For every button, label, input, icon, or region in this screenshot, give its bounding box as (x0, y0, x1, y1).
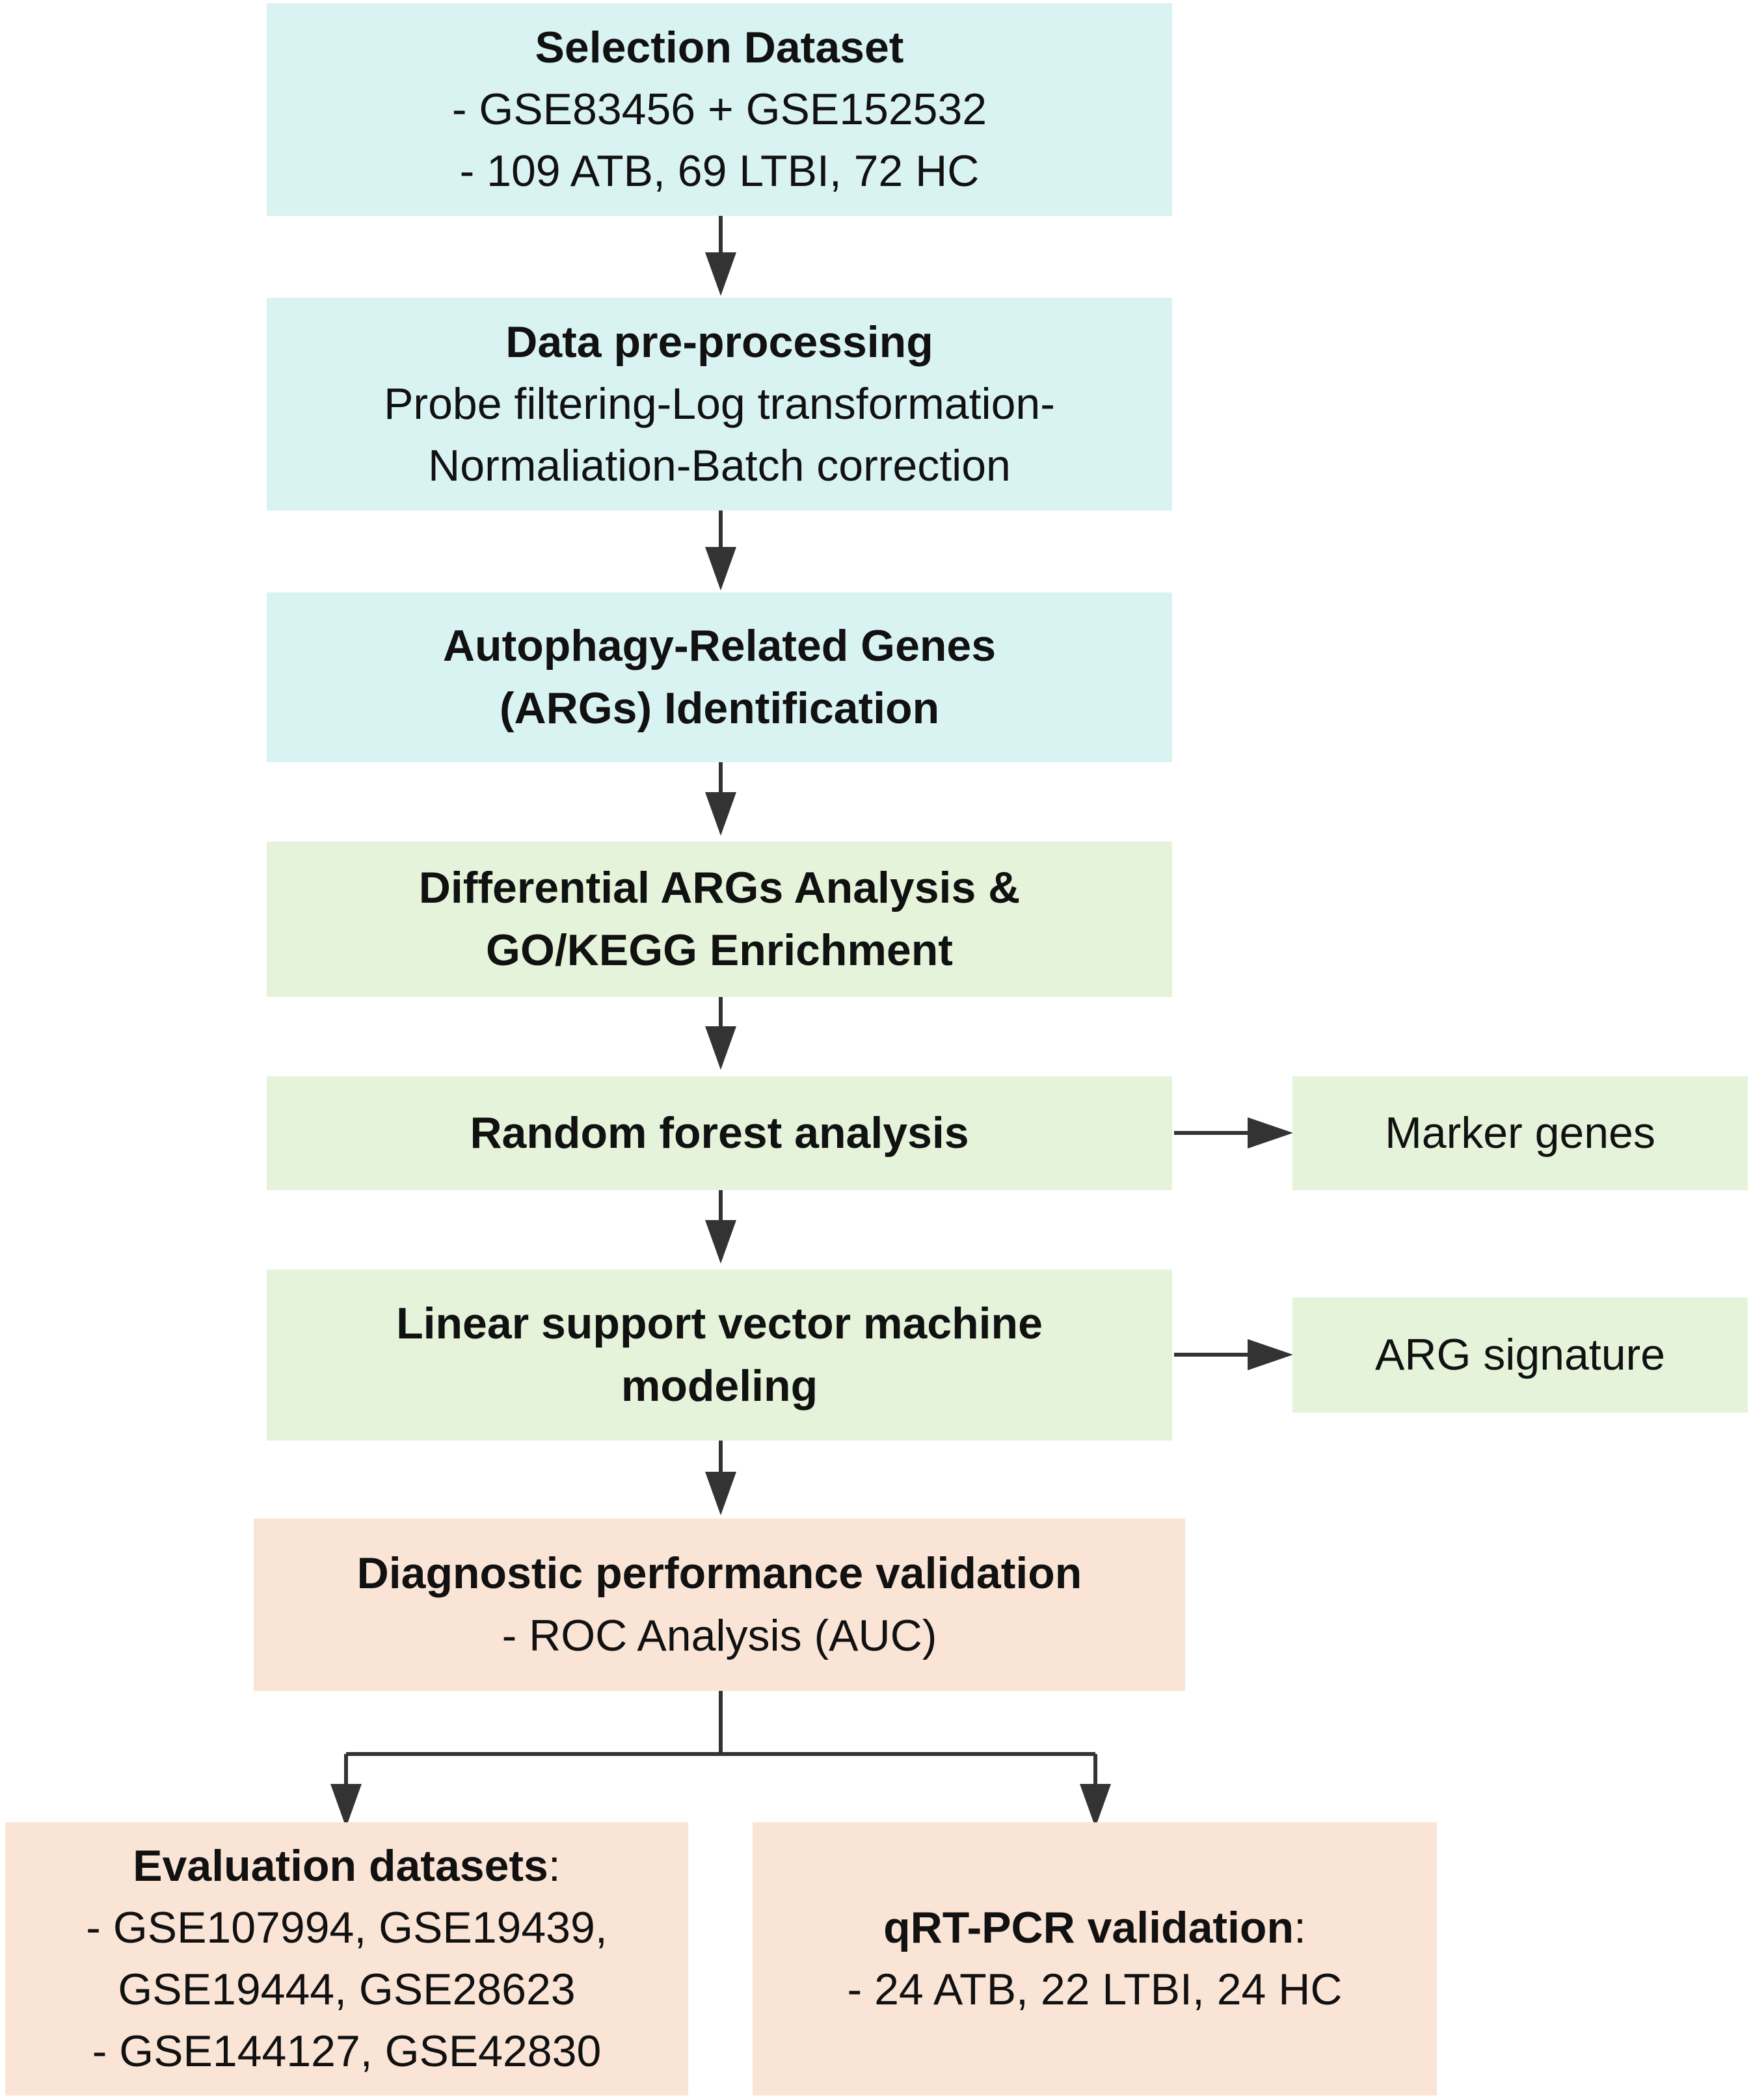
node-evaluation-datasets-title: Evaluation datasets (133, 1841, 548, 1891)
node-data-preprocessing-line2: Normaliation-Batch correction (428, 441, 1011, 491)
node-marker-genes-title: Marker genes (1385, 1108, 1655, 1158)
node-diagnostic-validation-line1: - ROC Analysis (AUC) (502, 1610, 937, 1660)
node-evaluation-datasets-line1: - GSE107994, GSE19439, (86, 1902, 608, 1952)
node-evaluation-datasets: Evaluation datasets: - GSE107994, GSE194… (5, 1822, 688, 2095)
arrowhead-selection-to-preprocessing (705, 252, 736, 296)
node-selection-dataset-line1: - GSE83456 + GSE152532 (451, 84, 987, 134)
node-diagnostic-validation: Diagnostic performance validation - ROC … (254, 1519, 1185, 1691)
node-differential-analysis-line2: GO/KEGG Enrichment (486, 925, 953, 975)
node-qrtpcr-validation-colon: : (1294, 1902, 1306, 1952)
node-differential-analysis-line1: Differential ARGs Analysis & (418, 863, 1021, 913)
node-qrtpcr-validation-line1: - 24 ATB, 22 LTBI, 24 HC (847, 1965, 1343, 2014)
node-evaluation-datasets-line2: GSE19444, GSE28623 (118, 1965, 576, 2014)
node-qrtpcr-validation-title: qRT-PCR validation (883, 1902, 1294, 1952)
arrowhead-arg-identification-to-differential (705, 792, 736, 836)
arrowhead-random-forest-to-marker-genes (1248, 1117, 1293, 1149)
node-diagnostic-validation-title: Diagnostic performance validation (356, 1548, 1082, 1599)
node-selection-dataset: Selection Dataset - GSE83456 + GSE152532… (267, 3, 1172, 216)
node-qrtpcr-validation: qRT-PCR validation: - 24 ATB, 22 LTBI, 2… (753, 1822, 1437, 2095)
node-svm-modeling: Linear support vector machine modeling (267, 1269, 1172, 1441)
node-differential-analysis: Differential ARGs Analysis & GO/KEGG Enr… (267, 842, 1172, 997)
arrowhead-branch-to-evaluation (330, 1784, 362, 1828)
node-svm-modeling-line1: Linear support vector machine (396, 1299, 1043, 1349)
node-evaluation-datasets-line3: - GSE144127, GSE42830 (92, 2027, 602, 2077)
node-selection-dataset-line2: - 109 ATB, 69 LTBI, 72 HC (459, 146, 980, 196)
arrowhead-svm-to-arg-signature (1248, 1339, 1293, 1370)
node-random-forest-title: Random forest analysis (470, 1108, 969, 1158)
node-arg-signature-title: ARG signature (1375, 1329, 1665, 1379)
arrowhead-preprocessing-to-arg-identification (705, 547, 736, 591)
node-qrtpcr-validation-heading: qRT-PCR validation: (883, 1897, 1306, 1959)
node-data-preprocessing: Data pre-processing Probe filtering-Log … (267, 298, 1172, 511)
node-arg-identification: Autophagy-Related Genes (ARGs) Identific… (267, 592, 1172, 762)
node-arg-identification-line1: Autophagy-Related Genes (442, 621, 997, 671)
node-arg-signature: ARG signature (1292, 1297, 1748, 1413)
node-svm-modeling-line2: modeling (621, 1361, 818, 1411)
arrowhead-branch-to-qrtpcr (1080, 1784, 1111, 1828)
arrowhead-svm-to-diagnostic (705, 1472, 736, 1515)
node-marker-genes: Marker genes (1292, 1076, 1748, 1190)
node-selection-dataset-title: Selection Dataset (535, 22, 904, 72)
node-evaluation-datasets-colon: : (548, 1841, 561, 1891)
node-random-forest: Random forest analysis (267, 1076, 1172, 1190)
node-arg-identification-line2: (ARGs) Identification (499, 683, 940, 733)
node-data-preprocessing-title: Data pre-processing (505, 317, 933, 367)
arrowhead-differential-to-random-forest (705, 1026, 736, 1070)
node-evaluation-datasets-heading: Evaluation datasets: (133, 1835, 561, 1897)
node-data-preprocessing-line1: Probe filtering-Log transformation- (384, 379, 1055, 429)
arrowhead-random-forest-to-svm (705, 1220, 736, 1264)
